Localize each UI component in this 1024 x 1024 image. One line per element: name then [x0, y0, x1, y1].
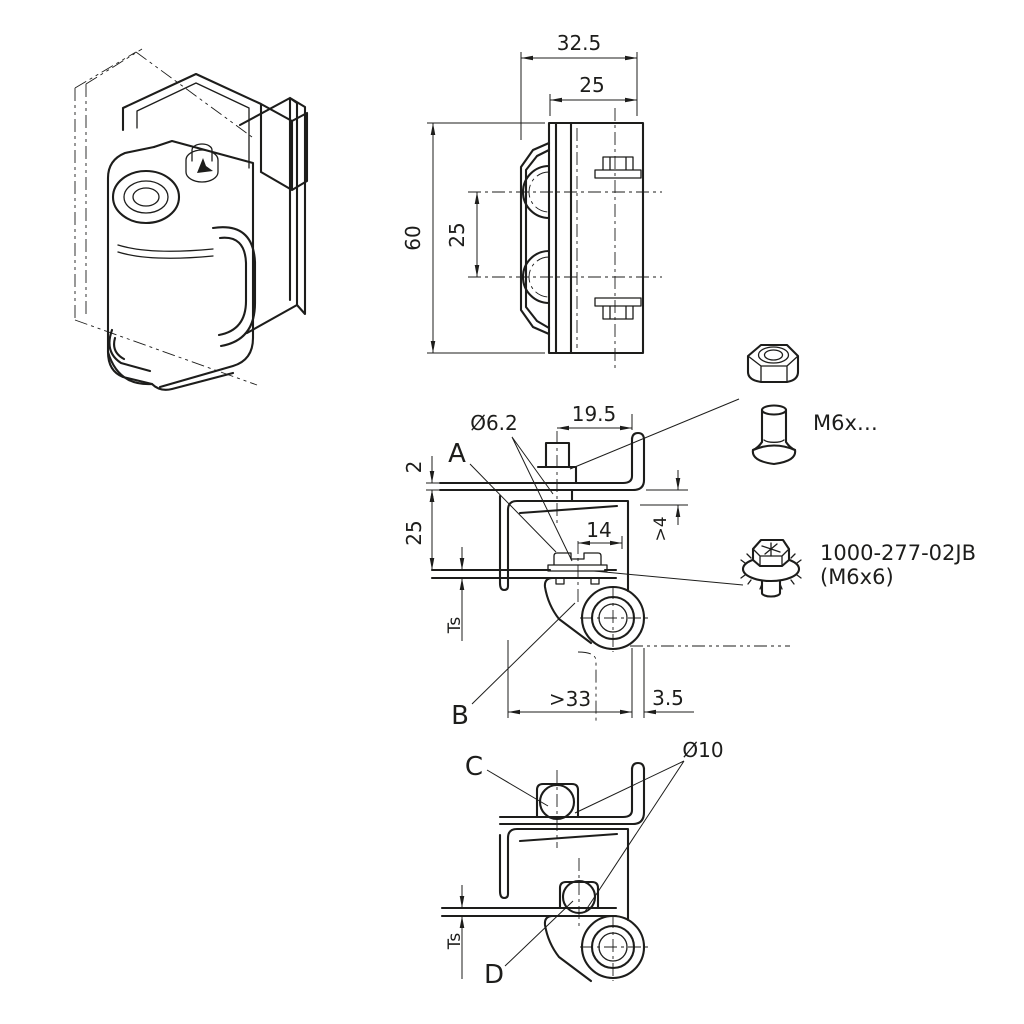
knuckle-profile	[519, 141, 551, 336]
dim-leaf-height: 25	[402, 520, 426, 545]
upper-leaf-outline	[498, 827, 630, 922]
dim-door-cutout: >33	[549, 687, 591, 711]
dim-hole-dia: Ø6.2	[470, 411, 518, 435]
dim-min-gap: >4	[651, 516, 671, 541]
center-lines	[468, 108, 662, 368]
label-c: C	[465, 752, 483, 782]
direction-arrow-icon	[197, 152, 219, 173]
dim-sheet-thickness: Ts	[445, 617, 465, 635]
extension-lines	[427, 52, 638, 354]
leader-b	[471, 602, 576, 705]
m6-stud-icon	[751, 404, 797, 466]
screw-label-line2: (M6x6)	[820, 565, 894, 589]
door-flange-outline	[238, 96, 307, 335]
leader-a	[469, 463, 557, 553]
label-a: A	[448, 439, 466, 469]
label-b: B	[451, 701, 469, 731]
phantom-door-panel	[74, 48, 258, 386]
dim-sheet-thickness: Ts	[445, 933, 465, 951]
pin-boss-outer	[111, 169, 181, 225]
dim-stud-offset: 19.5	[572, 402, 617, 426]
lower-leaf-curl	[543, 914, 593, 983]
fastener-sections	[594, 156, 642, 320]
stud-bump-inner-arcs	[528, 171, 550, 298]
handle-loop-outline	[211, 226, 257, 348]
label-d: D	[484, 960, 504, 990]
hinge-leaf-door	[106, 139, 255, 391]
leaf-split-line	[117, 244, 214, 259]
lower-knuckle-bump	[108, 328, 152, 373]
hardware-column: M6x… 1000-277-02JB (M6x6)	[740, 343, 976, 598]
dim-total-width: 32.5	[557, 31, 602, 55]
pin-bore	[132, 187, 160, 207]
locknut-icon	[746, 343, 800, 384]
leader-hole-dia	[511, 436, 573, 562]
dim-frame-offset: 3.5	[652, 686, 684, 710]
center-lines	[556, 770, 652, 981]
leader-nut	[569, 398, 740, 470]
screw-label-line1: 1000-277-02JB	[820, 541, 976, 565]
leader-c	[486, 769, 549, 807]
dim-leaf-width: 25	[579, 73, 604, 97]
center-lines	[556, 431, 652, 652]
leader-stud-dia	[574, 760, 685, 914]
dim-screw-offset: 14	[586, 518, 611, 542]
frame-outline	[498, 761, 646, 826]
leader-d	[504, 900, 574, 967]
section-view: Ø6.2 19.5 A 2 25 14 >4 Ts >33 3.5 B	[402, 398, 790, 731]
frame-profile-inner	[136, 82, 250, 169]
flange-screw-icon	[740, 538, 802, 598]
pin-boss-mid	[123, 180, 169, 214]
leader-screw	[593, 570, 744, 586]
weld-stud-view: C D Ø10 Ts	[440, 738, 724, 990]
upper-leaf-outline	[498, 494, 630, 593]
front-view: 32.5 25 60 25	[401, 31, 662, 368]
screw-head	[547, 552, 608, 585]
body-outline	[547, 121, 645, 355]
isometric-view	[74, 48, 309, 391]
stud-label: M6x…	[813, 411, 878, 435]
dim-stud-dia: Ø10	[682, 738, 723, 762]
dim-frame-thickness: 2	[402, 461, 426, 474]
lower-leaf-curl	[543, 576, 593, 645]
frame-outline	[438, 431, 646, 492]
dim-stud-spacing: 25	[445, 222, 469, 247]
phantom-lines	[577, 645, 790, 724]
frame-profile-outline	[121, 72, 309, 192]
dim-total-height: 60	[401, 225, 425, 250]
